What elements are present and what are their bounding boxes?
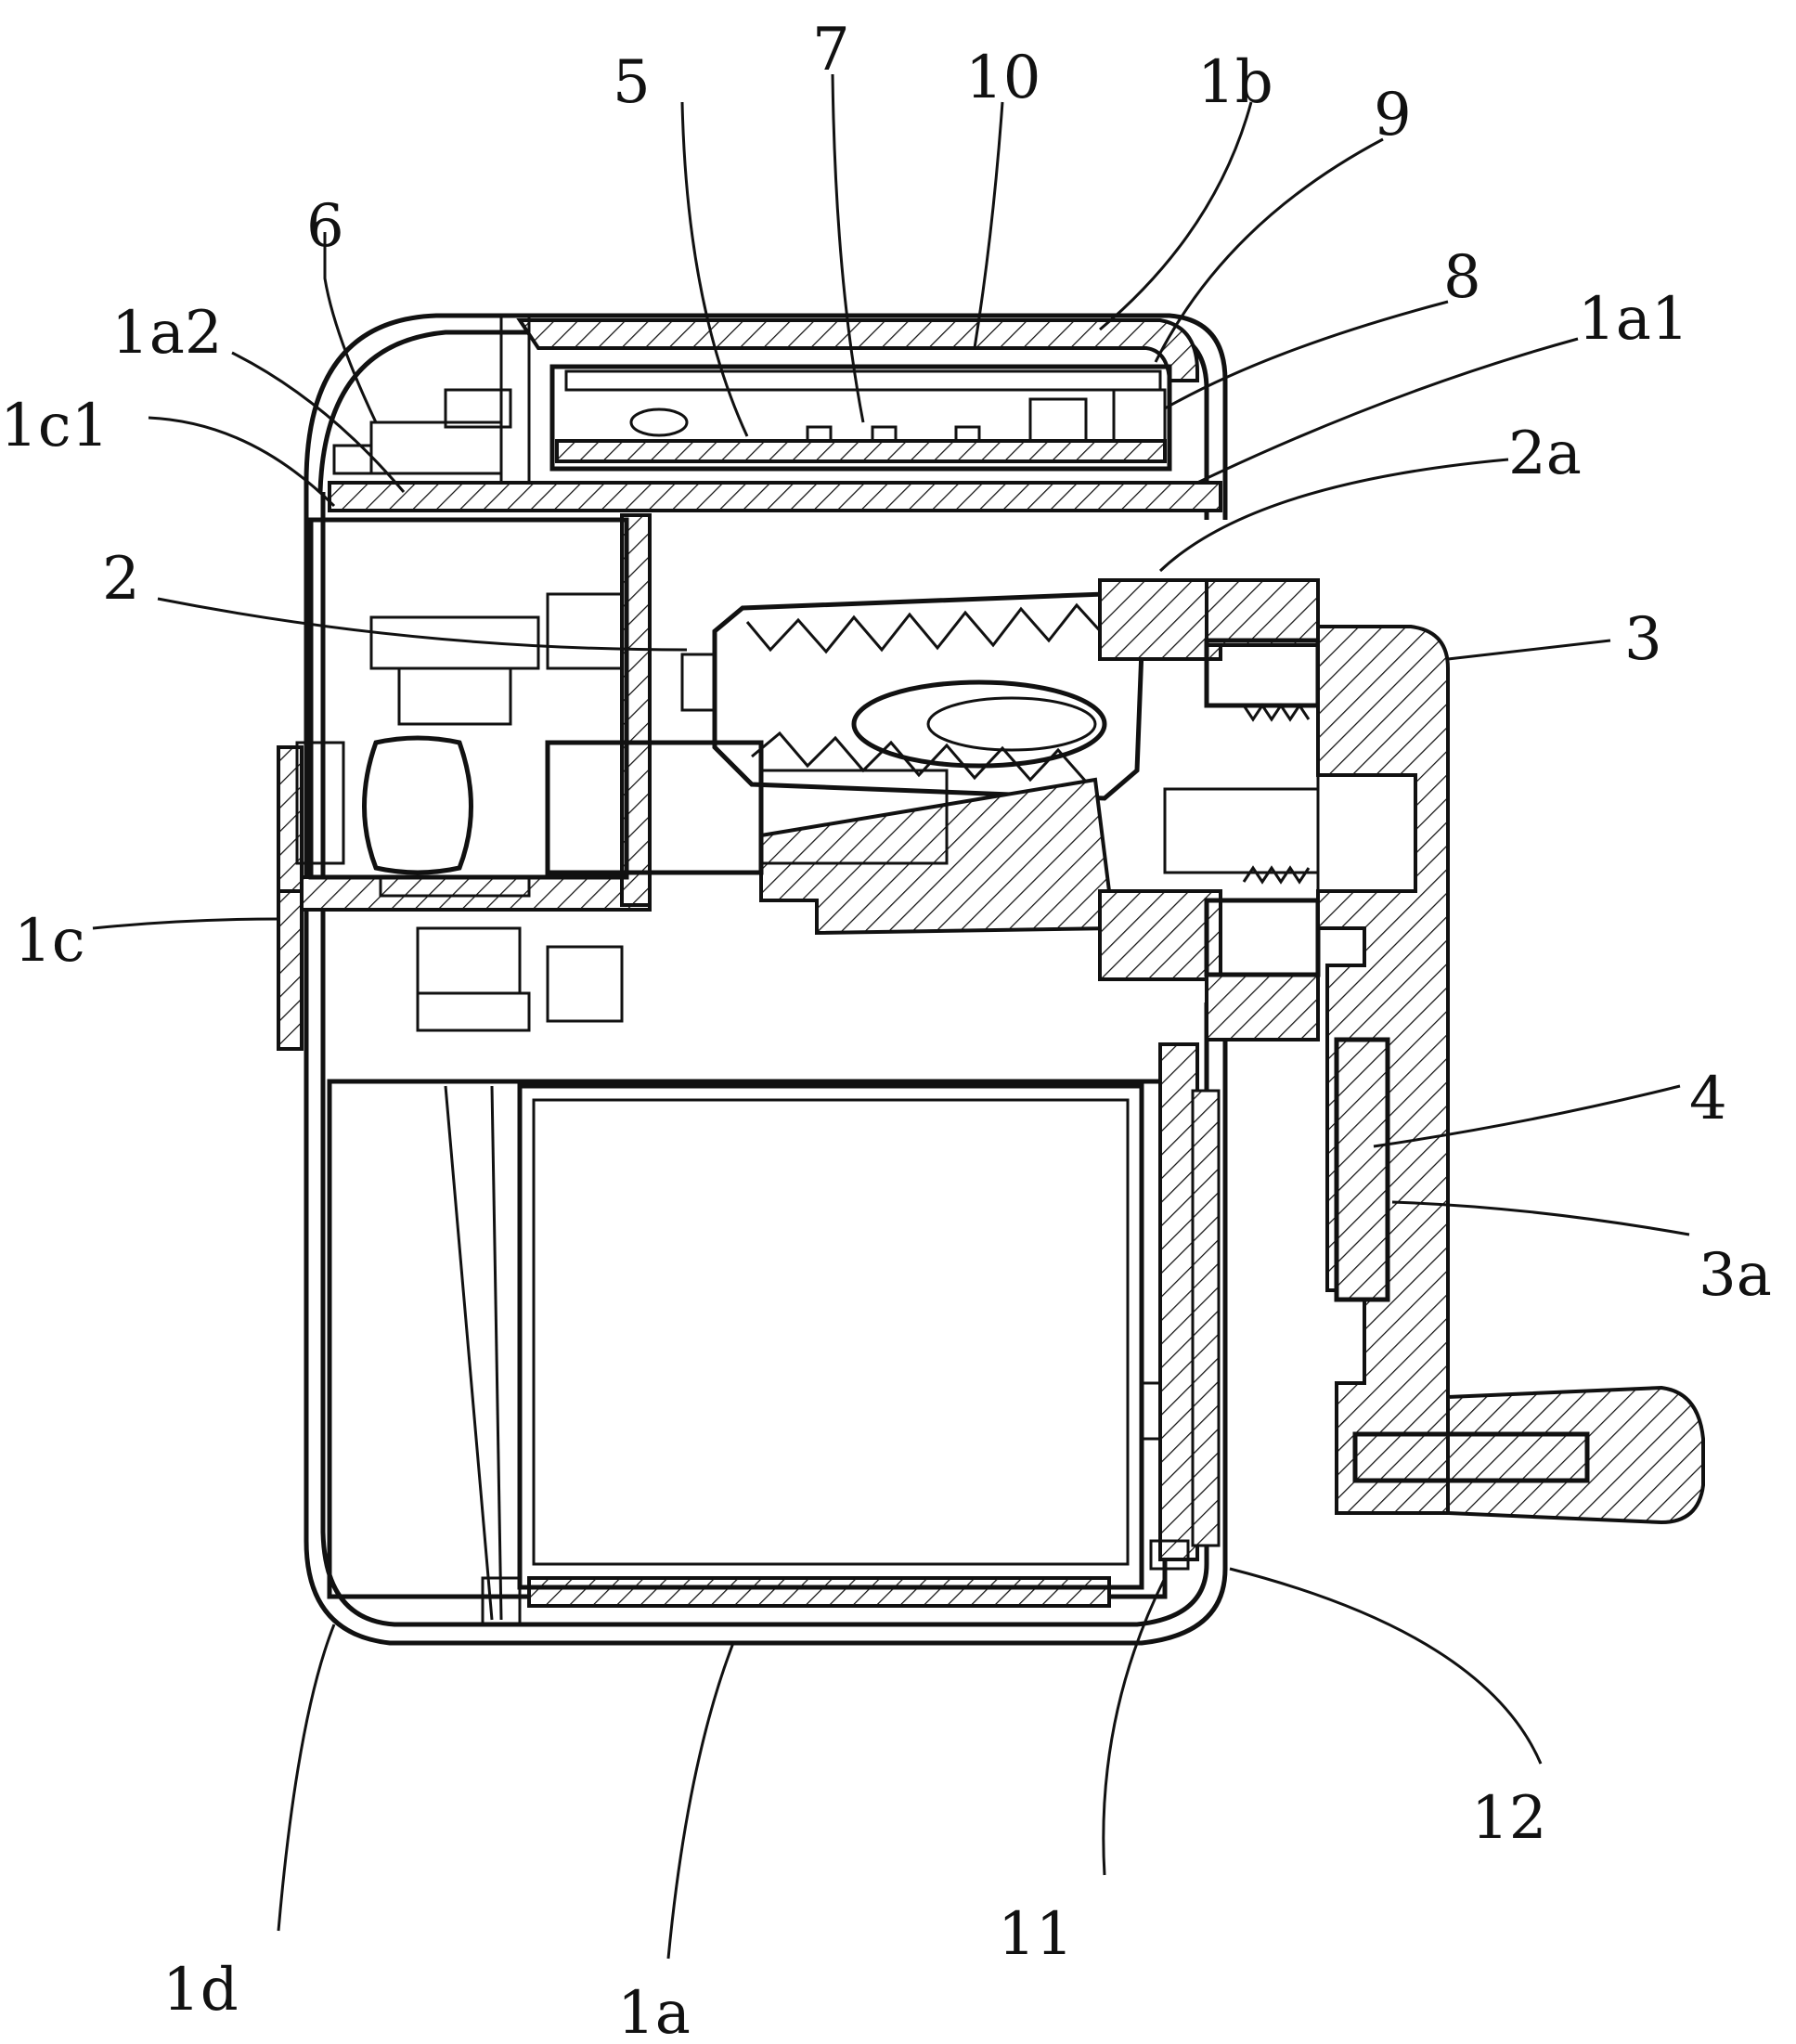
- label-1a1: 1a1: [1578, 285, 1689, 354]
- label-1a2: 1a2: [111, 299, 223, 368]
- label-9: 9: [1374, 81, 1412, 149]
- plate-1a1: [328, 481, 1222, 512]
- label-1a: 1a: [617, 1979, 691, 2044]
- reference-labels: 5 7 10 1b 9 6 8 1a2 1a1 1c1 2a 2 3 1c 4 …: [0, 16, 1772, 2044]
- side-window: [1140, 1042, 1221, 1571]
- label-11: 11: [998, 1900, 1073, 1969]
- label-1c: 1c: [14, 907, 85, 976]
- label-3: 3: [1624, 605, 1662, 674]
- cutter-blade: [680, 591, 1144, 801]
- label-5: 5: [613, 48, 651, 117]
- label-6: 6: [306, 192, 344, 261]
- crank-handle-3: [1316, 625, 1450, 1515]
- container-1a: [327, 1079, 1168, 1626]
- crank-knob: [1352, 1385, 1705, 1525]
- shaft-housing: [545, 740, 1117, 936]
- board-assembly: [549, 364, 1172, 472]
- label-2a: 2a: [1508, 420, 1582, 488]
- label-12: 12: [1471, 1784, 1546, 1853]
- gear-chamber-1c: [277, 513, 652, 1051]
- label-8: 8: [1443, 243, 1481, 312]
- label-2: 2: [102, 545, 140, 614]
- label-10: 10: [965, 44, 1040, 112]
- label-7: 7: [812, 16, 850, 84]
- label-1d: 1d: [162, 1956, 239, 2025]
- housing-outline: [304, 313, 1228, 1646]
- label-4: 4: [1689, 1065, 1727, 1133]
- label-1b: 1b: [1197, 48, 1273, 117]
- leader-lines: [92, 73, 1690, 1960]
- right-bushing: [1098, 578, 1321, 1041]
- label-3a: 3a: [1699, 1241, 1772, 1310]
- left-top-components: [332, 314, 531, 485]
- label-1c1: 1c1: [0, 392, 109, 460]
